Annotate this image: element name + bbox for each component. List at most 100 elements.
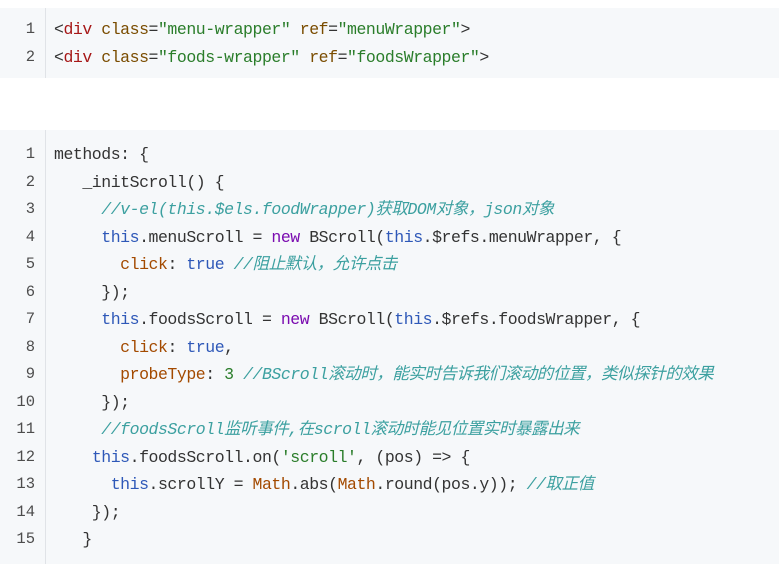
code-block-methods: 1 methods: { 2 _initScroll() { 3 //v-el(thi… [0, 130, 779, 564]
code-text: click: true, [54, 334, 234, 362]
code-token [54, 228, 101, 247]
code-line: 8 click: true, [0, 334, 779, 362]
line-number: 1 [25, 20, 35, 38]
code-token: Math [337, 475, 376, 494]
code-text: //v-el(this.$els.foodWrapper)获取DOM对象，jso… [54, 196, 554, 224]
code-token [54, 448, 92, 467]
code-token: //阻止默认，允许点击 [233, 255, 398, 274]
code-line: 1 methods: { [0, 141, 779, 169]
code-token: : [167, 255, 187, 274]
code-token [224, 255, 233, 274]
code-token: .round(pos.y)); [375, 475, 527, 494]
code-block-template: 1<div class="menu-wrapper" ref="menuWrap… [0, 8, 779, 78]
code-token: 'scroll' [280, 447, 357, 467]
code-line: 10 }); [0, 389, 779, 417]
code-token: BScroll( [299, 227, 385, 247]
code-text: }); [54, 279, 130, 307]
code-token: .foodsScroll.on( [129, 447, 282, 467]
code-token: < [54, 47, 64, 67]
code-token [92, 20, 101, 39]
code-line: 5 click: true //阻止默认，允许点击 [0, 251, 779, 279]
code-token: this [91, 447, 130, 467]
code-lines: 1 methods: { 2 _initScroll() { 3 //v-el(thi… [0, 141, 779, 554]
code-token [54, 365, 120, 384]
line-number-gutter [0, 8, 46, 78]
code-text: <div class="foods-wrapper" ref="foodsWra… [54, 44, 489, 72]
code-line: 14 }); [0, 499, 779, 527]
code-token [54, 475, 111, 494]
line-number: 12 [16, 447, 35, 466]
code-token: ref [299, 20, 329, 39]
code-token: = [328, 20, 338, 39]
code-text: probeType: 3 //BScroll滚动时，能实时告诉我们滚动的位置，类… [54, 361, 714, 389]
code-token: : [167, 337, 187, 357]
code-token: .foodsScroll = [139, 310, 281, 329]
code-token: 3 [224, 365, 234, 384]
code-token: }); [54, 392, 130, 412]
code-token: Math [252, 475, 291, 494]
line-number: 11 [16, 420, 35, 438]
line-number: 14 [16, 502, 35, 521]
line-number-gutter [0, 130, 46, 564]
code-text: _initScroll() { [54, 169, 224, 197]
line-number: 7 [25, 310, 35, 328]
code-token: "menuWrapper" [337, 20, 461, 39]
code-line: 2<div class="foods-wrapper" ref="foodsWr… [0, 44, 779, 72]
code-token: click [120, 337, 168, 357]
code-token: }); [54, 282, 130, 302]
code-text: //foodsScroll监听事件,在scroll滚动时能见位置实时暴露出来 [54, 416, 579, 444]
code-line: 11 //foodsScroll监听事件,在scroll滚动时能见位置实时暴露出… [0, 416, 779, 444]
code-line: 13 this.scrollY = Math.abs(Math.round(po… [0, 471, 779, 499]
line-number: 15 [16, 530, 35, 548]
code-line: 12 this.foodsScroll.on('scroll', (pos) =… [0, 444, 779, 472]
line-number: 5 [25, 255, 35, 273]
code-token: : [205, 365, 225, 384]
code-token [92, 48, 101, 67]
code-token: class [101, 47, 149, 67]
code-token: .menuScroll = [139, 227, 272, 247]
code-token: div [63, 47, 92, 67]
code-token: true [186, 255, 225, 274]
code-token: true [186, 337, 225, 357]
code-text: this.scrollY = Math.abs(Math.round(pos.y… [54, 471, 594, 499]
code-token: this [110, 475, 149, 494]
line-number: 1 [25, 145, 35, 163]
code-token: div [63, 20, 92, 39]
code-token: new [271, 227, 300, 247]
code-line: 1<div class="menu-wrapper" ref="menuWrap… [0, 16, 779, 44]
code-token: > [479, 47, 489, 67]
line-number: 2 [25, 172, 35, 191]
code-token: this [101, 227, 140, 247]
code-token: }); [54, 502, 121, 522]
line-number: 9 [25, 365, 35, 383]
code-token [54, 255, 120, 274]
code-token: //v-el(this.$els.foodWrapper)获取DOM对象，jso… [54, 200, 554, 219]
line-number: 13 [16, 475, 35, 493]
code-token: "foodsWrapper" [347, 47, 480, 67]
code-token [54, 338, 120, 357]
code-token: , [224, 337, 234, 357]
code-line: 6 }); [0, 279, 779, 307]
code-text: <div class="menu-wrapper" ref="menuWrapp… [54, 16, 470, 44]
code-token: _initScroll() { [54, 172, 225, 192]
code-text: } [54, 526, 92, 554]
line-number: 6 [25, 282, 35, 301]
code-text: methods: { [54, 141, 149, 169]
code-token [290, 20, 299, 39]
code-token: this [101, 310, 140, 329]
code-token: this [394, 310, 433, 329]
line-number: 4 [25, 227, 35, 246]
code-line: 9 probeType: 3 //BScroll滚动时，能实时告诉我们滚动的位置… [0, 361, 779, 389]
code-token: , (pos) => { [356, 447, 470, 467]
code-token: methods: { [54, 145, 149, 164]
code-token: > [460, 20, 470, 39]
code-text: this.foodsScroll.on('scroll', (pos) => { [54, 444, 471, 472]
code-line: 2 _initScroll() { [0, 169, 779, 197]
code-token [300, 48, 309, 67]
line-number: 8 [25, 337, 35, 356]
code-token: BScroll( [309, 310, 395, 329]
code-token: .$refs.foodsWrapper, { [432, 310, 641, 329]
code-token: "menu-wrapper" [157, 20, 291, 39]
code-token: probeType [120, 365, 206, 384]
code-token: //取正值 [526, 475, 595, 494]
